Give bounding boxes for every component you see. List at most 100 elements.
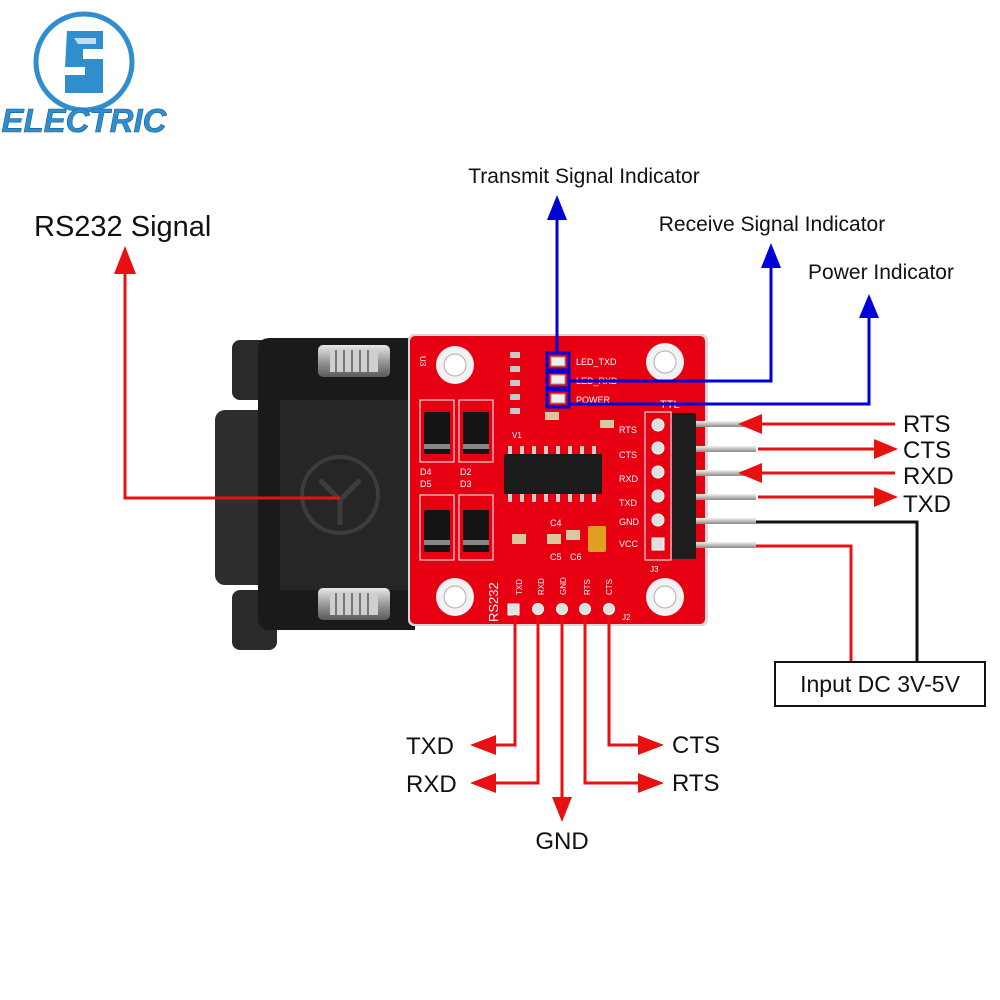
silk-d2: D2 [460, 467, 472, 477]
input-dc-label: Input DC 3V-5V [800, 671, 960, 697]
silk-u3: U3 [418, 356, 427, 367]
silk-d3: D3 [460, 479, 472, 489]
arrow-left-icon [470, 773, 496, 793]
silk-j3: J3 [650, 565, 659, 574]
db9-top-screw [318, 345, 390, 377]
ttl-pin-header [672, 413, 756, 559]
rs232-signal-line [123, 270, 340, 500]
rs232-signal-lines [492, 615, 640, 800]
silk-power: POWER [576, 395, 611, 405]
db9-emboss-mark [318, 478, 362, 525]
smd-resistor [510, 366, 520, 372]
rs232-pads [507, 603, 615, 616]
smd-resistor [510, 408, 520, 414]
silk-d4: D4 [420, 467, 432, 477]
silk-pin-cts: CTS [619, 450, 637, 460]
pcb-board: U3 D4 D5 D2 D3 V1 LED_TXD LED_RXD POWER [408, 334, 708, 626]
silk-pin-rts: RTS [619, 425, 637, 435]
mounting-hole [436, 346, 474, 384]
right-pin-label-rxd: RXD [903, 463, 954, 490]
arrow-up-icon [761, 243, 781, 268]
arrow-right-icon [874, 487, 898, 507]
rs232-arrowheads [470, 735, 664, 822]
silk-pin-txd: TXD [619, 498, 638, 508]
ttl-signal-lines [758, 422, 895, 499]
led-txd [550, 356, 566, 367]
logo-ring [33, 11, 135, 113]
bottom-pin-label-cts: CTS [672, 732, 720, 759]
vcc-wire [756, 544, 853, 662]
bottom-pin-label-rts: RTS [672, 770, 720, 797]
bottom-pin-label-gnd: GND [535, 828, 588, 855]
silk-c4: C4 [550, 518, 562, 528]
arrow-left-icon [470, 735, 496, 755]
smd-capacitor [547, 534, 561, 544]
silk-v1: V1 [512, 431, 522, 440]
smd-resistor [510, 394, 520, 400]
right-pin-label-cts: CTS [903, 437, 951, 464]
ttl-arrowheads [738, 414, 898, 507]
gnd-wire [756, 520, 919, 662]
rs232-signal-label: RS232 Signal [34, 211, 211, 243]
smd-capacitor [545, 412, 559, 420]
silk-bot-rts: RTS [583, 579, 592, 595]
mounting-hole [436, 578, 474, 616]
db9-bottom-screw [318, 588, 390, 620]
arrow-right-icon [638, 735, 664, 755]
bottom-pin-label-rxd: RXD [406, 771, 457, 798]
smd-capacitor [600, 420, 614, 428]
arrow-up-icon [859, 294, 879, 318]
arrow-down-icon [552, 797, 572, 822]
silk-pin-rxd: RXD [619, 474, 639, 484]
silk-pin-vcc: VCC [619, 539, 639, 549]
silk-d5: D5 [420, 479, 432, 489]
tantalum-capacitor [588, 526, 606, 552]
silk-c6: C6 [570, 552, 582, 562]
diode [419, 399, 455, 463]
silk-j2: J2 [622, 613, 631, 622]
right-pin-label-rts: RTS [903, 411, 951, 438]
arrow-right-icon [874, 439, 898, 459]
ttl-pads [651, 418, 665, 551]
led-callouts [545, 212, 871, 409]
arrow-left-icon [738, 463, 762, 483]
silk-ttl-box [644, 411, 672, 561]
receive-indicator-label: Receive Signal Indicator [659, 213, 885, 236]
arrow-up-icon [547, 195, 567, 220]
mounting-hole [646, 343, 684, 381]
electric-logo: ELECTRIC [1, 11, 168, 139]
led-power-highlight [545, 388, 571, 409]
input-dc-box [774, 661, 986, 707]
arrow-left-icon [738, 414, 762, 434]
smd-resistor [510, 352, 520, 358]
ic-chip [504, 446, 602, 502]
silk-bot-cts: CTS [605, 579, 614, 595]
led-power [550, 393, 566, 404]
led-arrowheads [547, 195, 879, 318]
diode [458, 494, 494, 561]
smd-resistor [510, 380, 520, 386]
ttl-header-housing [672, 413, 696, 559]
silk-led-txd: LED_TXD [576, 357, 617, 367]
db9-emboss-ring [300, 455, 380, 535]
ic-pins-top [508, 446, 596, 454]
arrow-right-icon [638, 773, 664, 793]
logo-text: ELECTRIC [2, 102, 168, 139]
ic-pins-bottom [508, 494, 596, 502]
silk-c5: C5 [550, 552, 562, 562]
silk-pin-gnd: GND [619, 517, 640, 527]
arrow-up-icon [114, 246, 136, 274]
ttl-header-pins [696, 421, 756, 548]
db9-connector [215, 338, 415, 650]
logo-bolt-icon [62, 29, 105, 95]
diode [419, 494, 455, 561]
led-rxd [550, 374, 566, 385]
diode [458, 399, 494, 463]
silk-bot-txd: TXD [515, 579, 524, 595]
silk-rs232: RS232 [486, 582, 501, 622]
silk-bot-gnd: GND [559, 577, 568, 595]
silk-bot-rxd: RXD [537, 578, 546, 595]
transmit-indicator-label: Transmit Signal Indicator [468, 165, 699, 188]
power-indicator-label: Power Indicator [808, 261, 954, 284]
